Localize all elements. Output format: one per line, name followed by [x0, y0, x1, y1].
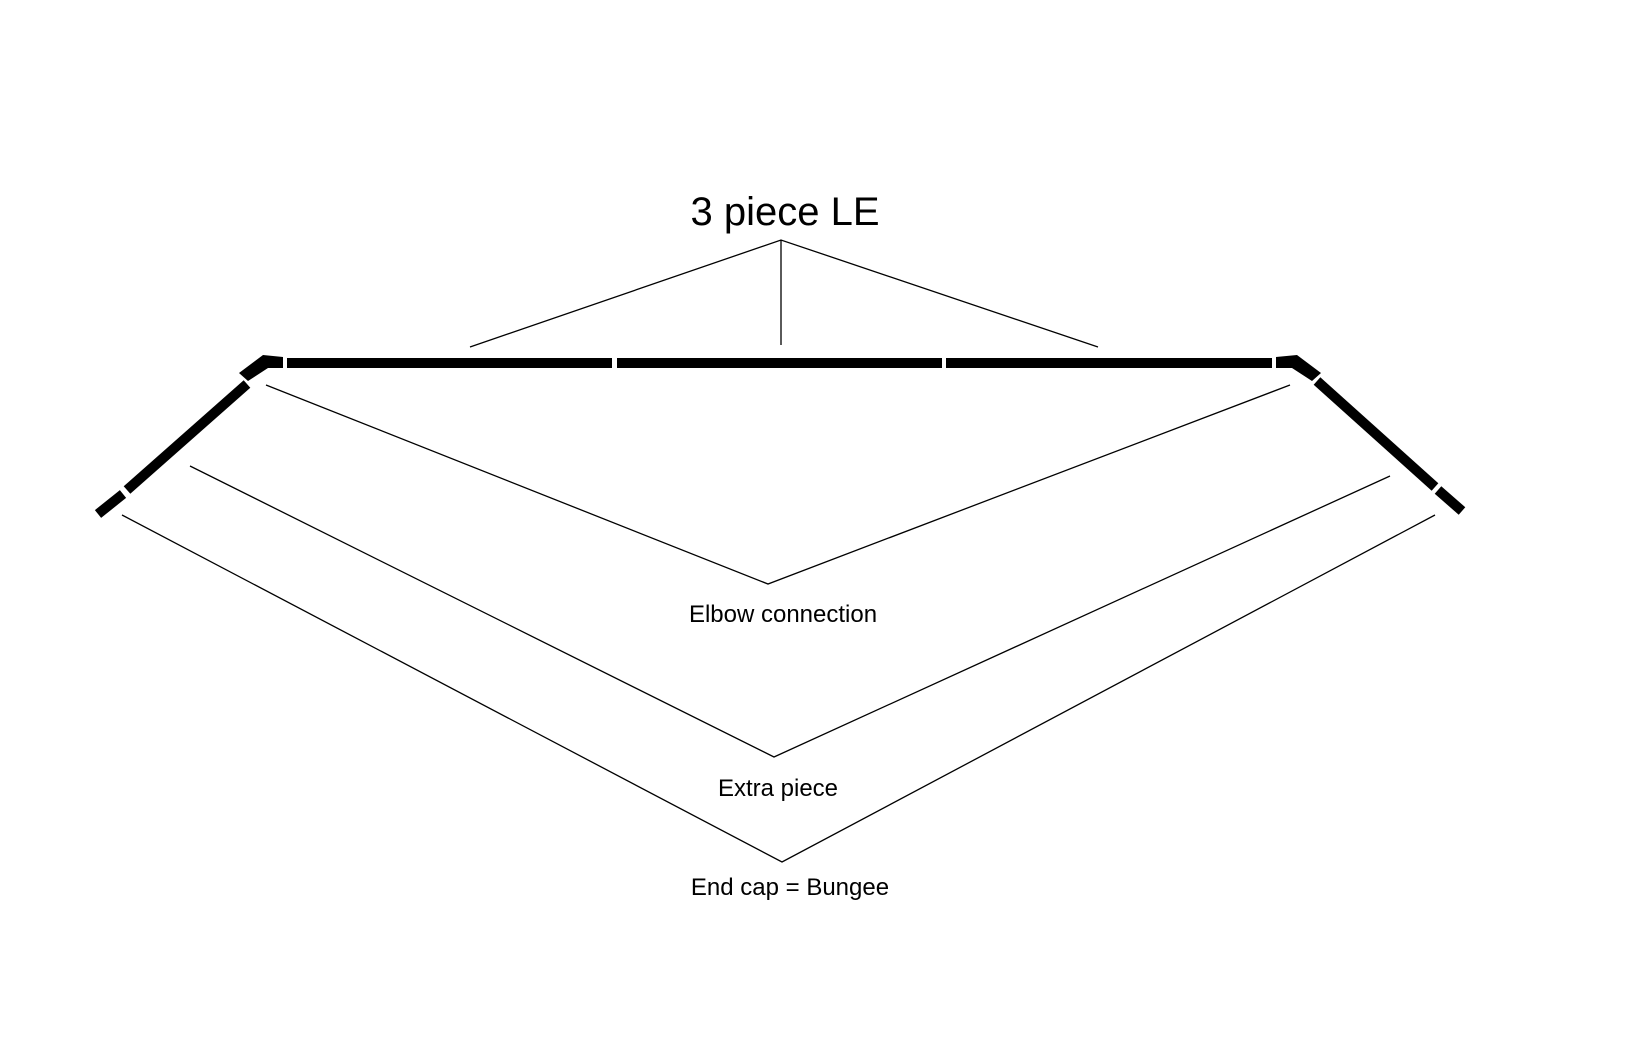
- leader-endcap: [121, 514, 1436, 863]
- leader-elbow: [265, 384, 1291, 585]
- extra-piece-label: Extra piece: [718, 775, 838, 802]
- elbow-right: [1276, 355, 1321, 381]
- end-cap-label: End cap = Bungee: [691, 874, 889, 901]
- extra-piece-right: [1313, 377, 1439, 491]
- leader-le-outer: [469, 239, 1099, 348]
- elbow-left: [239, 355, 283, 381]
- leader-extra: [189, 465, 1391, 758]
- end-cap-left: [94, 490, 127, 518]
- extra-piece-left: [123, 380, 251, 494]
- leader-lines: [121, 239, 1436, 863]
- elbow-label: Elbow connection: [689, 601, 877, 628]
- end-cap-right: [1434, 486, 1466, 515]
- leading-edge-tubes: [94, 355, 1466, 518]
- title-label: 3 piece LE: [690, 190, 879, 234]
